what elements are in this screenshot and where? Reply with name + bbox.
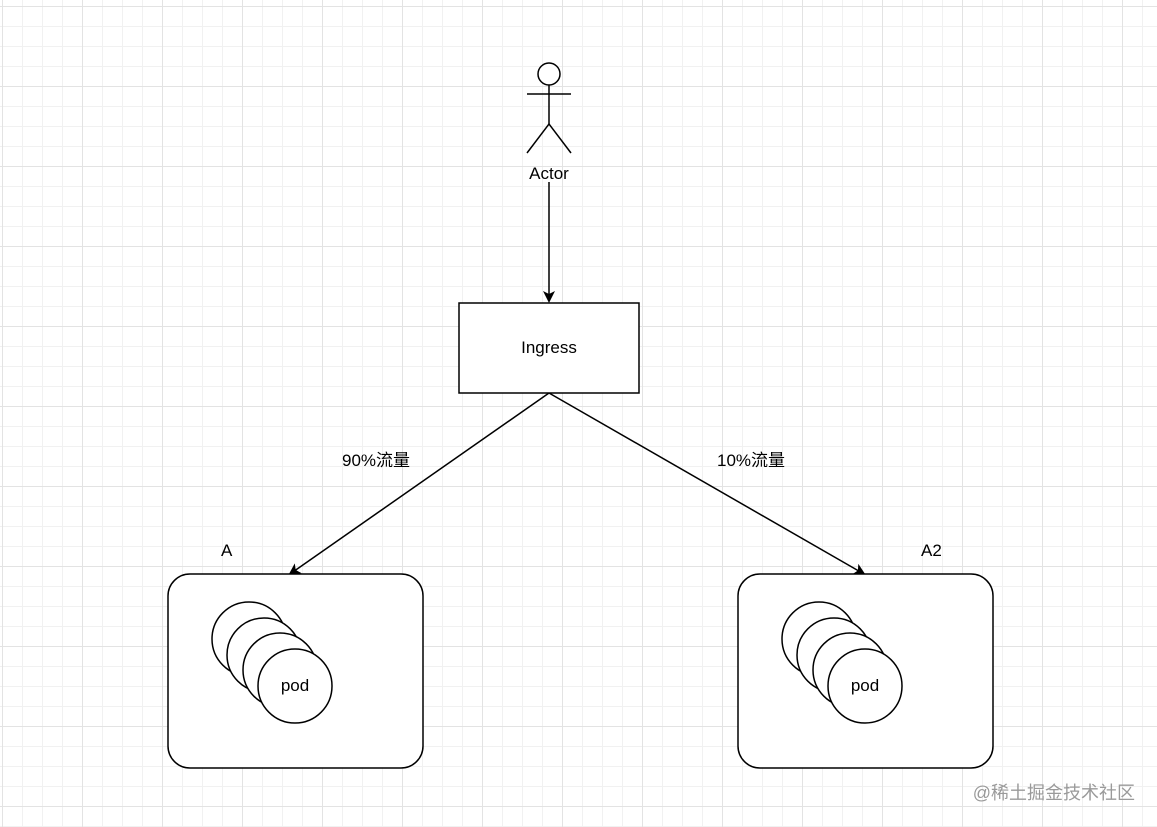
group-a2-pod-stack[interactable] bbox=[781, 601, 903, 724]
actor-figure[interactable] bbox=[526, 62, 572, 154]
ingress-to-a2-arrow[interactable] bbox=[548, 392, 866, 575]
group-a2-title: A2 bbox=[921, 541, 942, 560]
pod-circle bbox=[257, 648, 333, 724]
group-a-pod-stack[interactable] bbox=[211, 601, 333, 724]
ingress-to-a-arrow[interactable] bbox=[288, 392, 550, 576]
actor-label: Actor bbox=[529, 164, 569, 183]
watermark-text: @稀土掘金技术社区 bbox=[972, 783, 1135, 803]
edge-right-label: 10%流量 bbox=[717, 451, 786, 470]
actor-head bbox=[537, 62, 561, 86]
pod-label-a2: pod bbox=[850, 676, 880, 695]
ingress-label: Ingress bbox=[521, 338, 577, 357]
actor-left-leg bbox=[526, 123, 550, 154]
actor-right-leg bbox=[548, 123, 572, 154]
group-a-title: A bbox=[221, 541, 233, 560]
edge-left-label: 90%流量 bbox=[342, 451, 411, 470]
pod-label-a: pod bbox=[280, 676, 310, 695]
ingress-box[interactable] bbox=[458, 302, 640, 394]
pod-circle bbox=[827, 648, 903, 724]
